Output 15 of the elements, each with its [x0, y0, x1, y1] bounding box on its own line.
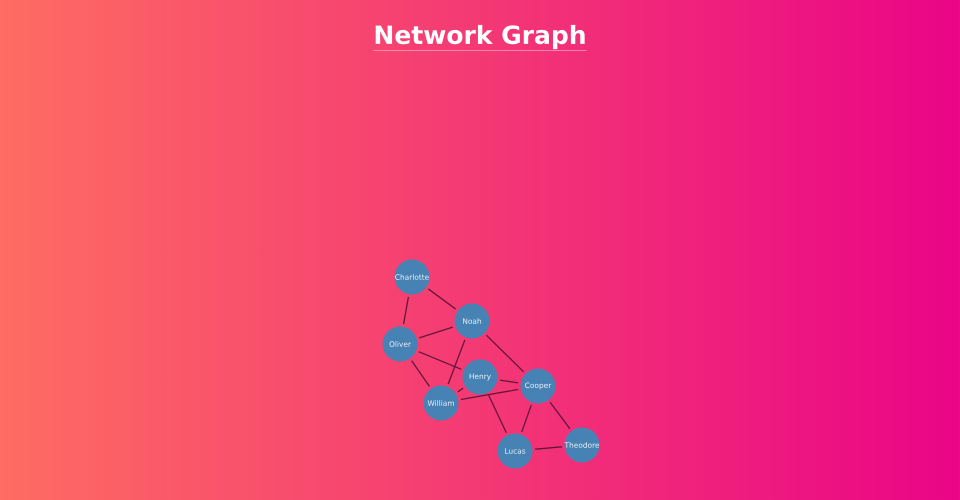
edge-line [535, 446, 562, 450]
title: Network Graph [373, 24, 587, 51]
edge-line [550, 402, 570, 430]
edge-line [428, 288, 456, 310]
edge-line [418, 351, 462, 370]
edge-line [460, 388, 518, 400]
edge-line [448, 340, 466, 384]
edge-line [488, 394, 507, 434]
edge-line [419, 326, 453, 338]
edge-line [500, 379, 518, 384]
edge-line [521, 404, 532, 432]
edge-line [486, 334, 524, 372]
edge-line [457, 388, 464, 392]
edge-line [402, 296, 410, 324]
edge-line [411, 360, 430, 387]
